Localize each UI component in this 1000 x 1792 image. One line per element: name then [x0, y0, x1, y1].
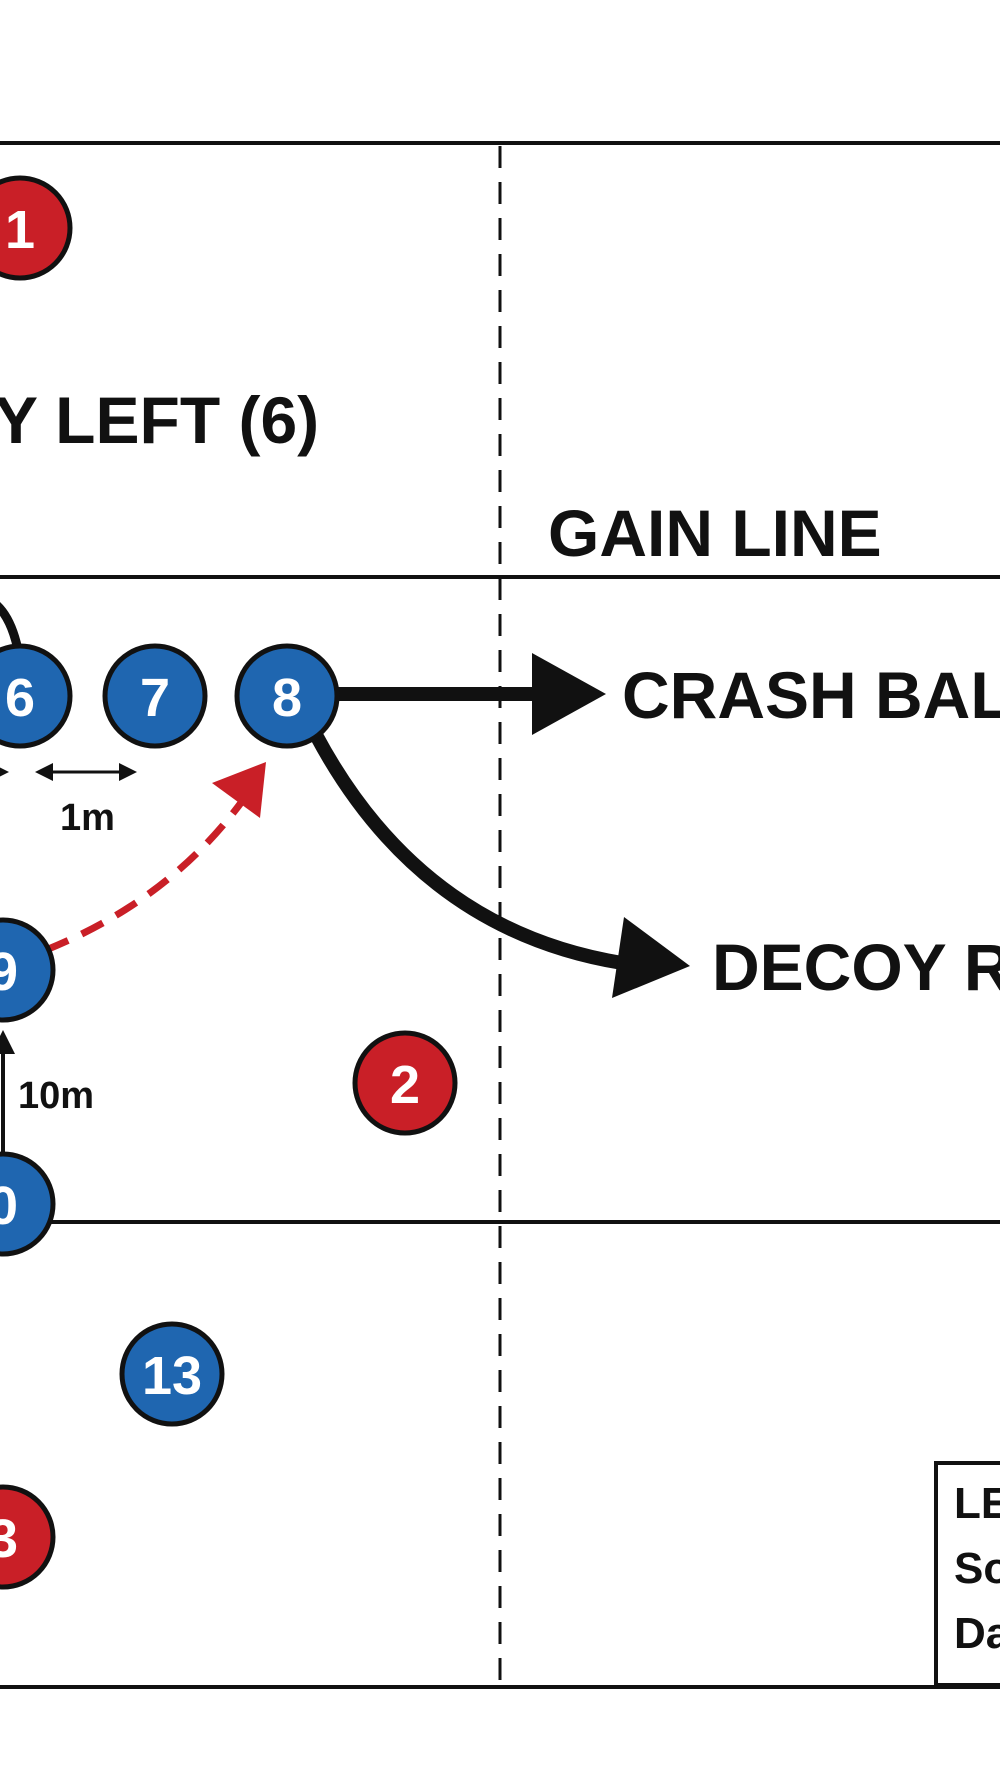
decoy-right-arrow — [309, 728, 629, 970]
svg-text:6: 6 — [5, 668, 35, 728]
attack-player-6[interactable]: 6 — [0, 643, 73, 749]
crash-ball-label: CRASH BALL ( — [622, 658, 1000, 732]
svg-text:7: 7 — [140, 668, 170, 728]
attack-player-9[interactable]: 9 — [0, 917, 56, 1023]
crash-ball-arrowhead — [532, 653, 606, 735]
svg-text:1: 1 — [5, 200, 35, 260]
depth-10m-label: 10m — [18, 1075, 94, 1117]
svg-text:2: 2 — [390, 1055, 420, 1115]
legend-line-3: Da — [954, 1609, 1000, 1658]
attack-player-8[interactable]: 8 — [234, 643, 340, 749]
legend-box — [934, 1461, 1000, 1687]
pass-arrowhead — [212, 762, 266, 818]
loop-run-line — [0, 602, 23, 655]
svg-text:3: 3 — [0, 1509, 18, 1569]
svg-text:0: 0 — [0, 1176, 18, 1236]
legend-line-1: LE — [954, 1479, 1000, 1528]
defence-player-1[interactable]: 1 — [0, 175, 73, 281]
decoy-right-label: DECOY RIG — [712, 930, 1000, 1004]
gap-1m-label: 1m — [60, 797, 115, 839]
defence-player-2[interactable]: 2 — [352, 1030, 458, 1136]
gain-line-label: GAIN LINE — [548, 496, 882, 570]
defence-player-3[interactable]: 3 — [0, 1484, 56, 1590]
pass-arrow — [44, 797, 246, 954]
left-heading-label: Y LEFT (6) — [0, 383, 319, 457]
attack-player-13[interactable]: 13 — [119, 1321, 225, 1427]
svg-text:13: 13 — [142, 1346, 202, 1406]
decoy-right-arrowhead — [612, 917, 690, 998]
attack-player-7[interactable]: 7 — [102, 643, 208, 749]
attack-player-10[interactable]: 0 — [0, 1151, 56, 1257]
svg-text:9: 9 — [0, 942, 18, 1002]
legend-line-2: So — [954, 1544, 1000, 1593]
svg-text:8: 8 — [272, 668, 302, 728]
